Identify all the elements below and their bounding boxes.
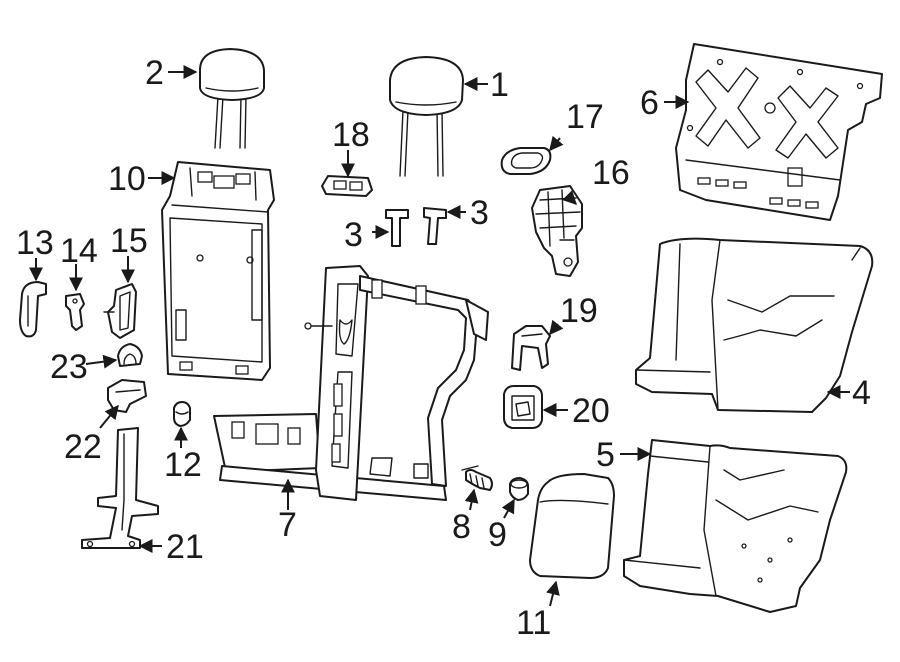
rear-back-panel: [675, 43, 883, 221]
callout-22: 22: [64, 428, 102, 466]
hinge-cover: [19, 281, 47, 338]
callout-23: 23: [50, 348, 88, 386]
leader-lines: [29, 65, 850, 607]
headrest-left: [199, 48, 265, 149]
callout-4: 4: [852, 374, 871, 412]
callout-2: 2: [145, 54, 164, 92]
callout-14: 15: [110, 222, 148, 260]
callout-3-left: 3: [344, 216, 363, 254]
callout-1: 1: [490, 66, 509, 104]
headrest-guide-right: [423, 207, 447, 245]
callout-17: 17: [566, 98, 604, 136]
callout-15: 14: [60, 232, 98, 270]
callout-7: 7: [278, 506, 297, 544]
pivot-bracket: [65, 293, 85, 331]
callout-20: 20: [572, 392, 610, 430]
headrest-guide-left: [385, 209, 409, 247]
callout-labels: 2 1 3 3 4 5 6 7 8 9 10 11 12 13 14 15 16…: [16, 54, 871, 642]
seatback-frame: [161, 161, 275, 381]
hinge-trim: [103, 283, 137, 339]
trim-ring: [500, 147, 552, 175]
grommet: [509, 477, 529, 501]
latch-assembly: [531, 185, 583, 277]
callout-18: 18: [332, 116, 370, 154]
latch-bezel: [321, 175, 373, 197]
callout-21: 21: [166, 528, 204, 566]
armrest-cushion: [529, 473, 615, 579]
callout-13: 13: [16, 224, 54, 262]
release-bezel: [503, 385, 543, 429]
spring: [461, 465, 493, 491]
seatback-cover: [635, 237, 874, 413]
callout-9: 9: [488, 516, 507, 554]
bumper: [173, 401, 191, 427]
callout-11: 11: [516, 604, 551, 642]
callout-16: 16: [592, 154, 630, 192]
callout-6: 6: [640, 84, 659, 122]
callout-10: 10: [108, 160, 146, 198]
seat-cushion-cover: [623, 439, 848, 613]
callout-5: 5: [596, 436, 615, 474]
callout-3-right: 3: [470, 194, 489, 232]
wire-clip: [511, 325, 551, 371]
callout-8: 8: [452, 508, 471, 546]
striker-cover: [107, 379, 147, 413]
bushing-cap: [117, 343, 143, 367]
callout-12: 12: [164, 446, 202, 484]
seat-frame: [213, 265, 489, 501]
callout-19: 19: [560, 292, 598, 330]
headrest-right: [389, 56, 464, 177]
